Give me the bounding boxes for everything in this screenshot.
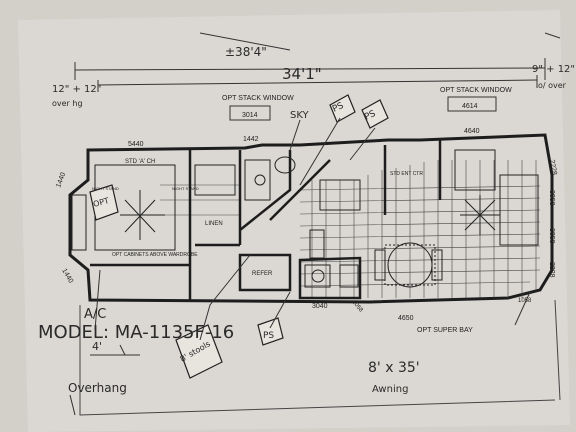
stack-window-left-label: OPT STACK WINDOW [222,95,294,102]
window-2228: 2228 [548,159,558,176]
dimension-lines [74,32,561,92]
window-3014: 3014 [242,112,258,119]
window-4614: 4614 [462,103,478,110]
ent-ctr-label: STD ENT CTR [390,171,423,177]
bed-label: STD 'A' CH [125,159,155,165]
awning-size: 8' x 35' [368,360,420,376]
window-2228b: 2228 [548,262,555,278]
overall-dimension-top: ±38'4" [225,45,267,59]
living-fixtures [374,149,539,288]
window-5440: 5440 [128,141,144,148]
interior-walls [90,140,442,300]
ac-note: A/C [84,307,106,322]
opt-note: OPT [92,196,110,209]
super-bay-label: OPT SUPER BAY [417,327,473,334]
ps-label-2: PS [363,109,378,123]
window-4650: 4650 [398,315,414,322]
stack-window-right-label: OPT STACK WINDOW [440,87,512,94]
ps-boxes [89,94,389,379]
model-label: MODEL: MA-1135F-16 [38,322,234,343]
exterior-walls [68,133,554,304]
bathroom-fixtures [244,156,296,201]
window-3014-box [229,105,271,121]
window-3058a: 3058 [548,190,555,206]
ps-label-1: PS [331,101,346,115]
cabinets-label: OPT CABINETS ABOVE WARDROBE [112,252,198,258]
overhang-left-label: 12" + 12" [52,84,101,95]
window-1442: 1442 [243,136,259,143]
annotation-leaders [69,117,531,416]
overall-dimension-body: 34'1" [282,65,322,83]
paper-highlight [18,10,570,432]
window-1440: 1440 [55,172,67,189]
night-stand-left: NIGHT STAND [92,186,119,191]
overhang-right-sub: o/ over [538,81,567,90]
overhang-left-sub: over hg [52,99,83,108]
kitchen-fixtures [304,179,361,288]
refer-label: REFER [252,271,273,277]
window-1058b: 1058 [518,298,532,304]
ps-label-3: PS [263,331,274,341]
overhang-right-label: 9" + 12" [532,64,575,75]
window-4640: 4640 [464,128,480,135]
overhang-note: Overhang [68,381,127,395]
night-stand-right: NIGHT STAND [172,186,199,191]
sky-label: SKY [290,110,310,121]
window-3058b: 3058 [548,228,555,244]
window-3040: 3040 [312,303,328,310]
ac-dimension: 4' [92,340,102,353]
window-4614-box [447,96,497,112]
linen-label: LINEN [205,221,223,227]
awning-note: Awning [372,384,408,395]
awning-lines [79,299,561,416]
